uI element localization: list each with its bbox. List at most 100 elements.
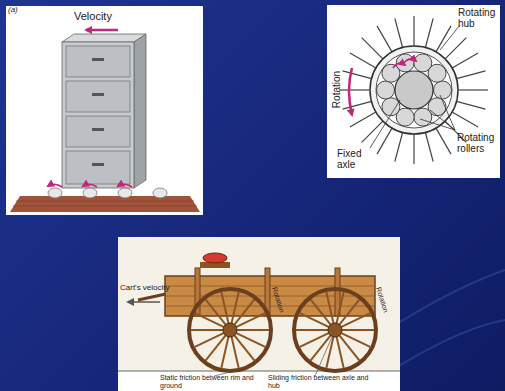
roller — [377, 81, 395, 99]
handle — [92, 163, 104, 166]
spoke — [425, 133, 433, 162]
handle — [92, 93, 104, 96]
label-text: Rotation — [331, 65, 342, 115]
roller — [153, 188, 167, 198]
rotating-hub — [370, 46, 458, 134]
roll-arrow — [393, 63, 405, 68]
label-text: Rotation — [372, 280, 392, 320]
spoke — [377, 26, 392, 52]
panel — [327, 5, 500, 178]
bearing-rollers — [377, 54, 452, 126]
spoke — [395, 133, 403, 162]
cabinet-side — [134, 34, 146, 188]
roll-arrow — [118, 184, 132, 187]
panel-letter: (a) — [8, 6, 28, 15]
wheel-spoke — [300, 313, 330, 327]
leader-line — [420, 119, 455, 130]
label-text: Static friction between rim and ground — [160, 374, 260, 389]
roller-arrows — [393, 59, 416, 68]
spoke — [362, 38, 383, 59]
spoke — [343, 101, 372, 109]
spoke — [452, 53, 478, 68]
wheel-spoke — [234, 300, 255, 326]
leader-line — [430, 110, 455, 130]
wheel-spoke — [339, 300, 360, 326]
roll-arrow — [83, 184, 97, 187]
brick-floor — [10, 196, 200, 212]
spoke — [413, 16, 414, 46]
drawers — [66, 46, 130, 184]
cabinet-front — [62, 42, 134, 188]
roller — [428, 64, 446, 82]
wheel-spoke — [300, 333, 330, 347]
wheel-spoke — [221, 292, 228, 324]
label-text: Sliding friction between axle and hub — [268, 374, 378, 389]
label-text: Rotation — [268, 280, 288, 320]
leader-line — [370, 100, 400, 148]
hub-inner — [376, 52, 452, 128]
cart-velocity-arrow — [128, 301, 160, 303]
label-text: Cart's velocity — [120, 284, 180, 293]
wheel-spoke — [336, 336, 343, 368]
red-light — [203, 253, 227, 263]
spoke — [425, 19, 433, 48]
drawer — [66, 46, 130, 77]
spoke — [350, 112, 376, 127]
rollers — [48, 188, 167, 198]
label-text: Fixed axle — [337, 148, 373, 170]
roller-arrows — [48, 184, 132, 187]
wheel-spoke — [231, 336, 238, 368]
roller — [414, 108, 432, 126]
panel — [6, 6, 203, 215]
handles — [92, 58, 104, 166]
wheel-spoke — [311, 335, 332, 361]
label-text: Rotating rollers — [457, 132, 500, 154]
wheel-spoke — [195, 313, 225, 327]
cabinet-top — [62, 34, 146, 42]
leader-line — [315, 330, 335, 376]
spoke — [413, 134, 414, 164]
spoke — [340, 89, 370, 90]
brick-line — [13, 206, 197, 207]
leader-line — [440, 25, 460, 50]
drawer — [66, 81, 130, 112]
roller — [434, 81, 452, 99]
roll-arrow — [404, 59, 416, 63]
spoke — [458, 89, 488, 90]
spoke — [377, 128, 392, 154]
wheel-hub — [223, 323, 237, 337]
brick-line — [16, 201, 194, 202]
leader-lines — [214, 330, 335, 376]
velocity-arrow — [86, 29, 118, 32]
wheel-spoke — [191, 329, 224, 331]
panel — [118, 237, 400, 391]
spoke — [395, 19, 403, 48]
spoke — [350, 53, 376, 68]
leader-line — [440, 95, 455, 130]
wheel-rim — [189, 289, 271, 371]
roll-arrow — [48, 184, 62, 187]
roller — [118, 188, 132, 198]
wheel-spoke — [326, 292, 333, 324]
handle — [92, 58, 104, 61]
wheel-spoke — [340, 313, 370, 327]
spoke — [343, 71, 372, 79]
wheel-spoke — [340, 333, 370, 347]
wheel-spoke — [296, 329, 329, 331]
drawer — [66, 116, 130, 147]
brick-lines — [13, 201, 197, 206]
ground-line — [118, 371, 400, 372]
wheel-spoke — [341, 329, 374, 331]
roller — [382, 98, 400, 116]
wheel-spoke — [235, 313, 265, 327]
spoke — [452, 112, 478, 127]
drawer — [66, 151, 130, 184]
roller — [83, 188, 97, 198]
wheel-spoke — [236, 329, 269, 331]
spoke — [436, 128, 451, 154]
label-text: Rotating hub — [458, 7, 500, 29]
wheel-spoke — [195, 333, 225, 347]
fixed-axle — [395, 71, 433, 109]
label-text: Velocity — [74, 10, 134, 22]
